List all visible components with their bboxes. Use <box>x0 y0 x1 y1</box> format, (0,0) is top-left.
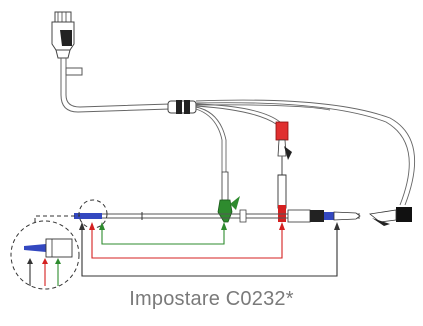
red-clip-lead <box>275 121 292 222</box>
catheter-shaft <box>74 209 361 223</box>
electrode-arrows <box>79 222 340 230</box>
wiring-loops <box>81 230 338 277</box>
green-clip-lead <box>217 171 240 223</box>
connector-plug-icon <box>51 11 75 59</box>
black-clip-lead <box>369 207 412 226</box>
cable-junction <box>167 100 197 114</box>
magnified-tip-detail <box>24 238 73 286</box>
split-cables <box>195 99 416 206</box>
main-cable <box>60 58 171 113</box>
diagram-caption: Impostare C0232* <box>129 288 294 310</box>
